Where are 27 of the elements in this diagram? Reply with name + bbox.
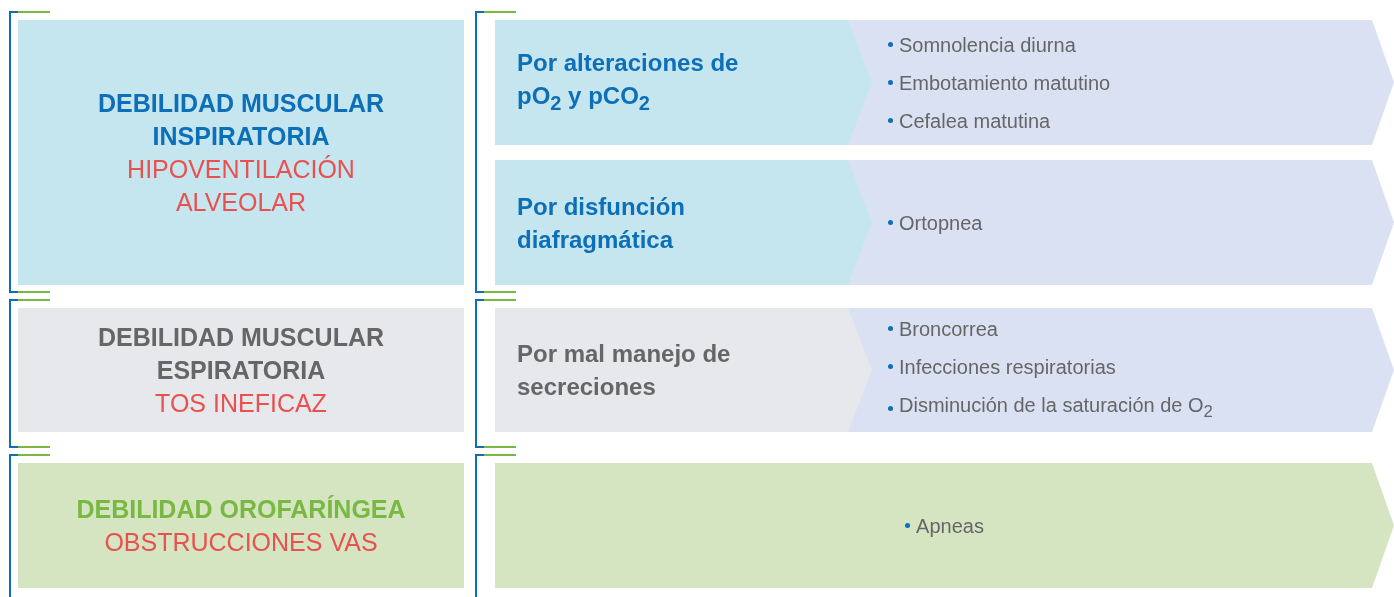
chevron-box — [495, 463, 1394, 588]
chevron-box — [848, 160, 1394, 285]
chevron-box — [848, 20, 1394, 145]
mechanism-text: Por alteraciones de pO$_{2}$ y pCO$_{2}$ — [517, 47, 740, 116]
category-subtitle: TOS INEFICAZ — [154, 387, 328, 419]
mechanism-text: Por mal manejo de secreciones — [517, 339, 732, 402]
category-subtitle: OBSTRUCCIONES VAS — [103, 526, 379, 558]
category-box — [18, 308, 464, 432]
mechanism-box — [495, 160, 875, 285]
chevron-box — [848, 308, 1394, 432]
symptom-text: Embotamiento matutino — [899, 70, 1111, 96]
symptom-text: Apneas — [916, 513, 984, 539]
symptom-text: Broncorrea — [899, 316, 998, 342]
category-title: DEBILIDAD MUSCULAR INSPIRATORIA — [96, 87, 386, 152]
category-box — [18, 463, 464, 588]
symptom-text: Infecciones respiratorias — [899, 354, 1116, 380]
mechanism-box — [495, 20, 875, 145]
category-title: DEBILIDAD OROFARÍNGEA — [75, 493, 407, 525]
category-box — [18, 20, 464, 285]
category-subtitle: HIPOVENTILACIÓN ALVEOLAR — [126, 153, 356, 218]
symptom-text: Disminución de la saturación de O$_{2}$ — [899, 392, 1213, 423]
symptom-text: Somnolencia diurna — [899, 32, 1076, 58]
symptom-text: Cefalea matutina — [899, 108, 1051, 134]
symptom-text: Ortopnea — [899, 210, 983, 236]
category-title: DEBILIDAD MUSCULAR ESPIRATORIA — [96, 321, 386, 386]
mechanism-text: Por disfunción diafragmática — [517, 191, 686, 255]
mechanism-box — [495, 308, 875, 432]
